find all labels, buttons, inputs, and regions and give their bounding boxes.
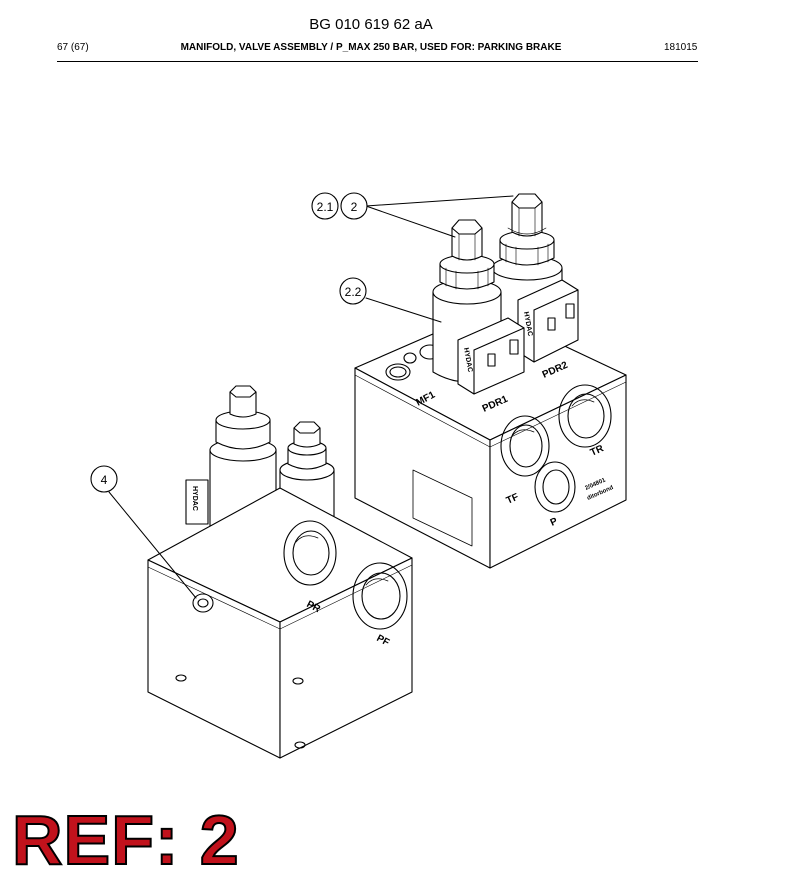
callout-2: 2 (340, 192, 368, 220)
port-label-pf: PF (375, 633, 391, 649)
brand-marks: HYDAC HYDAC HYDAC (191, 311, 533, 511)
callout-2-2: 2.2 (339, 277, 367, 305)
callout-2-1: 2.1 (311, 192, 339, 220)
reference-label: REF: 2 (11, 800, 240, 880)
date-code: 181015 (664, 42, 698, 53)
solenoid-valve-front (432, 219, 525, 395)
svg-text:2.1: 2.1 (317, 200, 334, 214)
coil-brand-3: HYDAC (191, 486, 198, 511)
port-label-p: P (549, 516, 560, 529)
left-manifold-block (147, 487, 413, 759)
document-title: BG 010 619 62 aA (309, 16, 433, 33)
svg-text:2: 2 (351, 200, 358, 214)
port-label-tf: TF (505, 492, 521, 507)
leader-lines (108, 195, 514, 599)
svg-text:4: 4 (101, 473, 108, 487)
coil-brand-1: HYDAC (522, 311, 533, 337)
port-label-tr: TR (589, 443, 606, 459)
svg-text:2.2: 2.2 (345, 285, 362, 299)
document-description: MANIFOLD, VALVE ASSEMBLY / P_MAX 250 BAR… (180, 42, 562, 53)
callout-4: 4 (90, 465, 118, 493)
page-number: 67 (67) (57, 42, 89, 53)
header-rule (57, 61, 698, 62)
coil-brand-2: HYDAC (462, 347, 473, 373)
